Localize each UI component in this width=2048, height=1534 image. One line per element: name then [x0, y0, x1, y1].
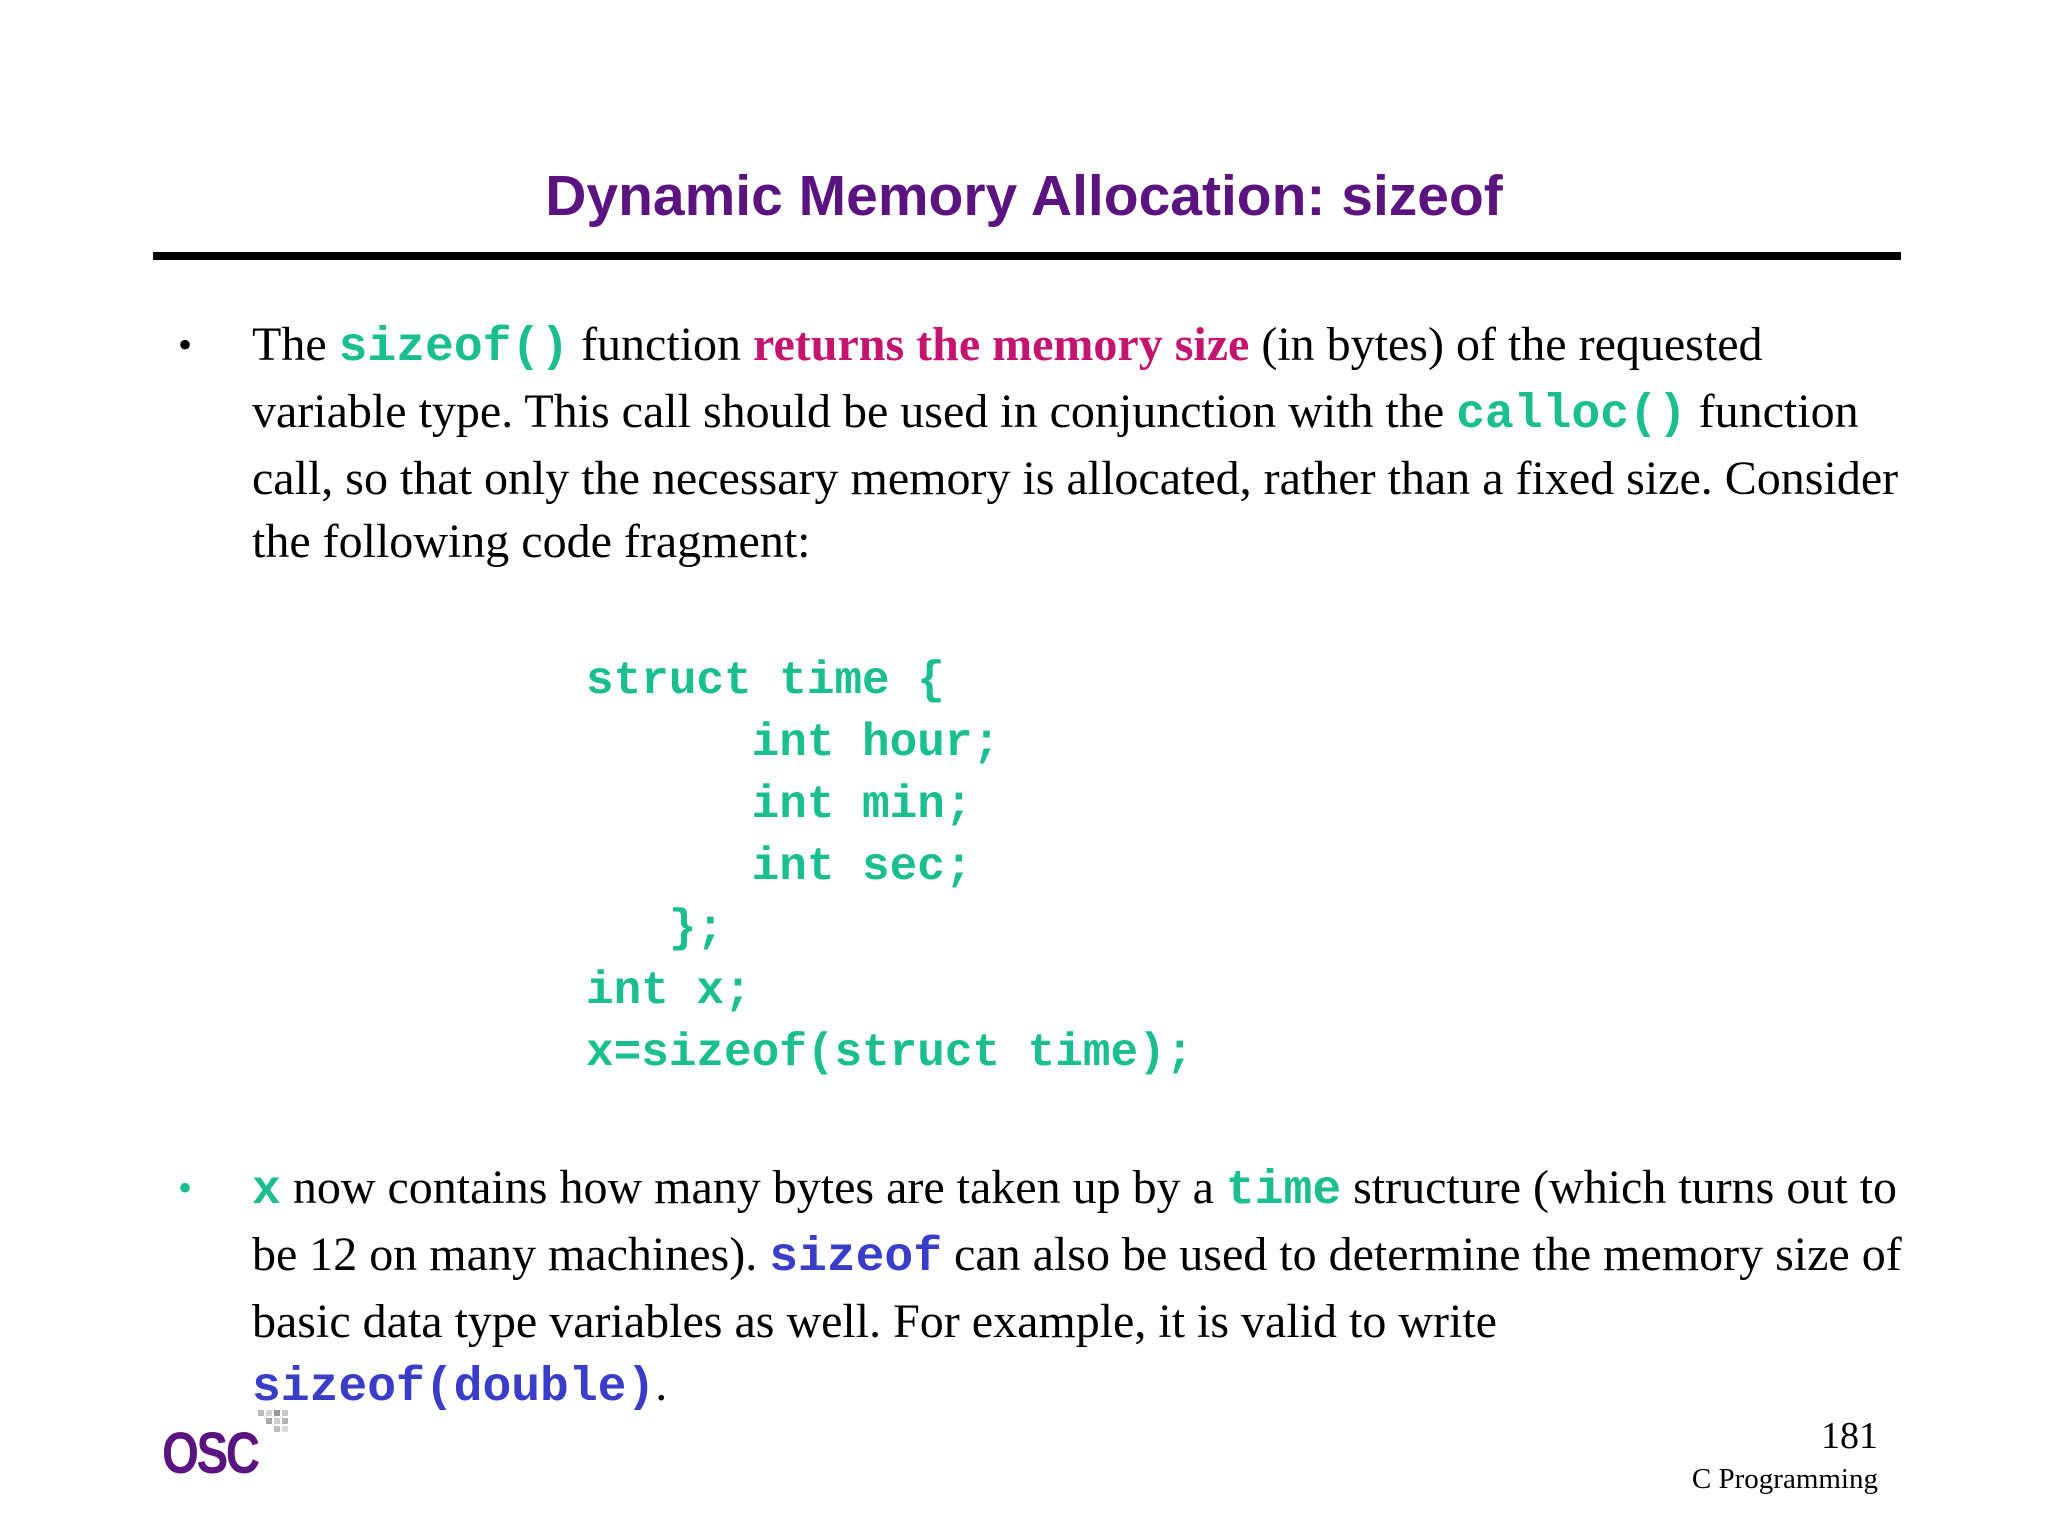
- code-line: int min;: [586, 779, 973, 831]
- bullet-item-sizeof-description: • The sizeof() function returns the memo…: [178, 313, 1902, 573]
- code-line: int x;: [586, 965, 752, 1017]
- code-variable-x: x: [252, 1164, 281, 1218]
- text-segment: now contains how many bytes are taken up…: [280, 1161, 1226, 1214]
- code-sizeof-function: sizeof(): [338, 321, 570, 375]
- code-line: struct time {: [586, 655, 945, 707]
- logo-grid-icon: [258, 1410, 288, 1432]
- code-line: x=sizeof(struct time);: [586, 1027, 1194, 1079]
- code-sizeof-double: sizeof(double): [252, 1361, 656, 1415]
- code-line: int hour;: [586, 717, 1001, 769]
- code-sizeof-keyword: sizeof: [769, 1231, 943, 1285]
- text-segment: structure (which turns out to be 12 on m…: [252, 1161, 1898, 1281]
- bullet-marker: •: [178, 1165, 193, 1210]
- bullet-item-sizeof-result: • x now contains how many bytes are take…: [178, 1156, 1902, 1420]
- bullet-marker: •: [178, 322, 193, 367]
- page-number: 181: [1821, 1415, 1878, 1457]
- logo-text: OSC: [162, 1421, 260, 1486]
- text-segment: can also be used to determine the memory…: [252, 1228, 1902, 1348]
- text-segment: function: [569, 318, 754, 371]
- title-divider: [153, 252, 1901, 260]
- emphasis-text: returns the memory size: [753, 318, 1250, 371]
- code-fragment: struct time { int hour; int min; int sec…: [586, 650, 1193, 1084]
- code-line: int sec;: [586, 841, 973, 893]
- code-line: };: [586, 903, 725, 955]
- footer-course-label: C Programming: [1691, 1463, 1878, 1495]
- text-segment: (in bytes) of the requested variable typ…: [252, 318, 1763, 438]
- code-time-struct: time: [1225, 1164, 1342, 1218]
- text-segment: The: [252, 318, 339, 371]
- code-calloc-function: calloc(): [1456, 388, 1687, 442]
- text-segment: function call, so that only the necessar…: [252, 385, 1899, 568]
- osc-logo-icon: OSC: [162, 1408, 302, 1488]
- slide-title: Dynamic Memory Allocation: sizeof: [545, 164, 1503, 228]
- text-segment: .: [655, 1358, 668, 1411]
